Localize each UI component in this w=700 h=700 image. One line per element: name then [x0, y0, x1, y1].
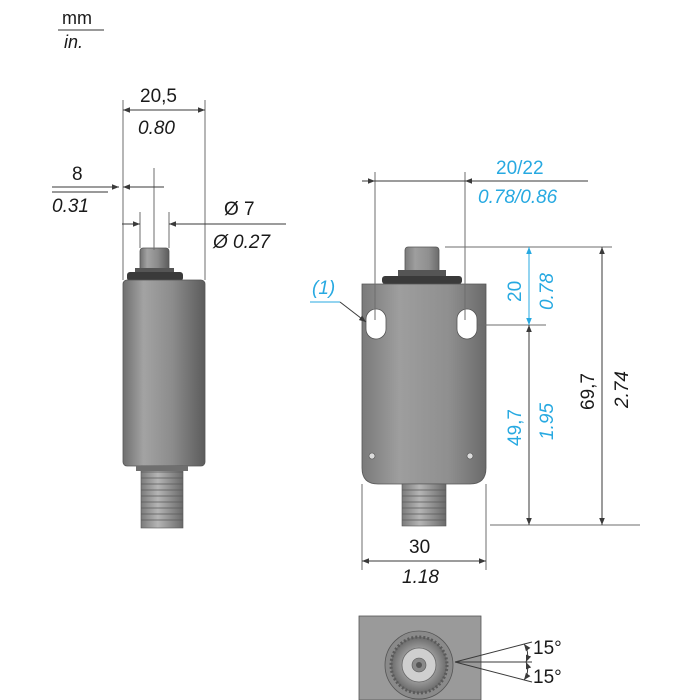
body-height-mm: 49,7 — [505, 409, 526, 446]
unit-mm: mm — [62, 8, 92, 28]
plunger-diameter-mm: Ø 7 — [224, 199, 255, 220]
side-offset-in: 0.31 — [52, 196, 89, 217]
angle-upper: 15° — [533, 638, 562, 659]
side-width-in: 0.80 — [138, 118, 175, 139]
front-width-in: 1.18 — [402, 567, 439, 588]
body-height-in: 1.95 — [537, 403, 558, 440]
hole-spacing-in: 0.78/0.86 — [478, 187, 558, 208]
total-height-in: 2.74 — [612, 371, 633, 409]
total-height-mm: 69,7 — [578, 373, 599, 410]
plunger-diameter-in: Ø 0.27 — [212, 232, 271, 253]
side-width-mm: 20,5 — [140, 86, 177, 107]
top-height-mm: 20 — [505, 281, 526, 302]
angle-lower: 15° — [533, 667, 562, 688]
unit-in: in. — [64, 32, 83, 52]
hole-spacing-mm: 20/22 — [496, 158, 544, 179]
front-width-mm: 30 — [409, 537, 430, 558]
side-view: 20,5 0.80 8 0.31 Ø 7 Ø 0.27 — [52, 86, 286, 529]
units-label: mm in. — [58, 8, 104, 52]
front-view: (1) 20/22 0.78/0.86 20 0.78 49,7 1.95 69… — [310, 158, 640, 588]
bottom-view: 15° 15° — [358, 615, 562, 700]
side-offset-mm: 8 — [72, 164, 83, 185]
callout-1: (1) — [312, 278, 335, 299]
top-height-in: 0.78 — [537, 273, 558, 310]
